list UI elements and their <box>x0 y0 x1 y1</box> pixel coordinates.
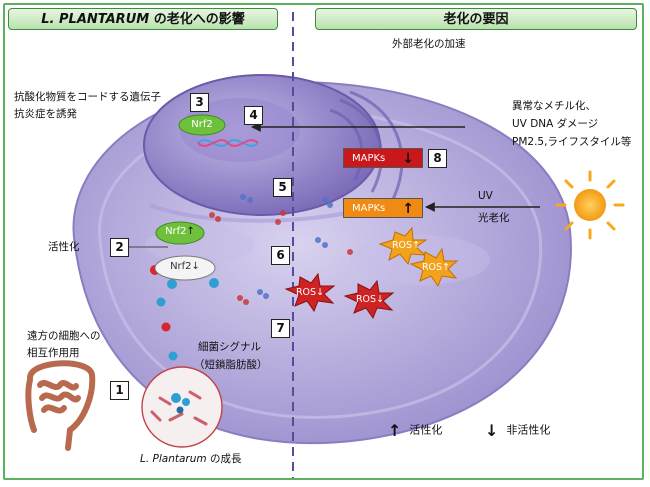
mapk-up-box: MAPKs ↑ <box>343 198 423 218</box>
intestine-icon <box>25 360 96 451</box>
number-box-1: 1 <box>110 381 129 400</box>
bacteria-rods <box>150 390 208 426</box>
label-growth: L. Plantarum の成長 <box>140 452 241 466</box>
label-factors-2: UV DNA ダメージ <box>512 118 599 130</box>
mapk-down-label: MAPKs <box>352 153 386 164</box>
diagram-frame <box>3 3 644 480</box>
mapk-down-box: MAPKs ↓ <box>343 148 423 168</box>
nrf2-low-text: Nrf2 <box>170 261 192 272</box>
ros-text-2: ROS <box>421 262 443 273</box>
nrf2-top-label: Nrf2 <box>191 119 213 130</box>
ros-text-3: ROS <box>295 287 317 298</box>
ros-star-3 <box>284 272 336 313</box>
label-distant-cells-1: 遠方の細胞への <box>27 330 101 342</box>
ros-star-4 <box>343 279 395 320</box>
number-box-4: 4 <box>244 106 263 125</box>
signal-ball <box>156 297 166 307</box>
nrf2-mid-text: Nrf2 <box>165 226 187 237</box>
ros-label-3: ROS↓ <box>295 287 325 298</box>
nrf2-low-label: Nrf2↓ <box>160 261 210 272</box>
er-folds <box>329 90 404 206</box>
nrf2-mid-shape <box>155 221 205 245</box>
legend-up-arrow: ↑ <box>388 421 402 440</box>
legend-activation: ↑ 活性化 <box>388 421 442 440</box>
label-anti-inflammation: 抗炎症を誘発 <box>14 108 77 120</box>
label-distant-cells-2: 相互作用用 <box>27 347 80 359</box>
nrf2-mid-up: ↑ <box>186 226 195 237</box>
signal-ball <box>161 322 171 332</box>
label-growth-italic: L. Plantarum <box>140 453 207 465</box>
left-header-rest: の老化への影響 <box>149 12 245 27</box>
ros-text-4: ROS <box>355 294 377 305</box>
label-uv: UV <box>478 190 493 202</box>
signal-ball <box>168 351 178 361</box>
legend-down-arrow: ↓ <box>485 421 499 440</box>
label-factors-3: PM2.5,ライフスタイル等 <box>512 136 632 148</box>
legend-up-label: 活性化 <box>409 423 443 437</box>
label-photoaging: 光老化 <box>478 212 510 224</box>
label-external-aging: 外部老化の加速 <box>392 38 466 50</box>
ros-label-4: ROS↓ <box>355 294 385 305</box>
number-box-5: 5 <box>273 178 292 197</box>
legend-deactivation: ↓ 非活性化 <box>485 421 550 440</box>
ros-star-2 <box>409 247 459 288</box>
legend-down-label: 非活性化 <box>506 423 551 437</box>
label-bacterial-signal: 細菌シグナル <box>198 341 261 353</box>
ros-star-1 <box>378 226 428 266</box>
nrf2-top-shape <box>178 114 226 136</box>
ros-label-1: ROS↑ <box>391 240 421 251</box>
bacteria-colony <box>141 366 223 448</box>
signal-ball <box>167 279 177 289</box>
signal-ball <box>209 278 219 288</box>
left-header-italic: L. PLANTARUM <box>41 12 150 27</box>
number-box-8: 8 <box>428 149 447 168</box>
nrf2-low-shape <box>154 255 216 281</box>
label-antioxidant-genes: 抗酸化物質をコードする遺伝子 <box>14 91 161 103</box>
mapk-down-arrow: ↓ <box>402 151 414 167</box>
nrf2-low-down: ↓ <box>191 261 200 272</box>
ros-label-2: ROS↑ <box>421 262 451 273</box>
ros-text-1: ROS <box>391 240 413 251</box>
nucleolus <box>180 98 300 162</box>
nrf2-mid-label: Nrf2↑ <box>160 226 200 237</box>
mapk-up-arrow: ↑ <box>402 201 414 217</box>
sun-icon <box>555 170 625 240</box>
label-activation: 活性化 <box>48 241 80 253</box>
vesicles <box>240 194 333 299</box>
red-granules <box>209 210 353 305</box>
mapk-up-label: MAPKs <box>352 203 386 214</box>
right-header: 老化の要因 <box>315 8 637 30</box>
number-box-7: 7 <box>271 319 290 338</box>
label-scfa: （短鎖脂肪酸） <box>194 359 268 371</box>
label-factors-1: 異常なメチル化、 <box>512 100 596 112</box>
number-box-3: 3 <box>190 93 209 112</box>
left-header: L. PLANTARUM の老化への影響 <box>8 8 278 30</box>
number-box-6: 6 <box>271 246 290 265</box>
number-box-2: 2 <box>110 238 129 257</box>
label-growth-rest: の成長 <box>206 453 242 465</box>
